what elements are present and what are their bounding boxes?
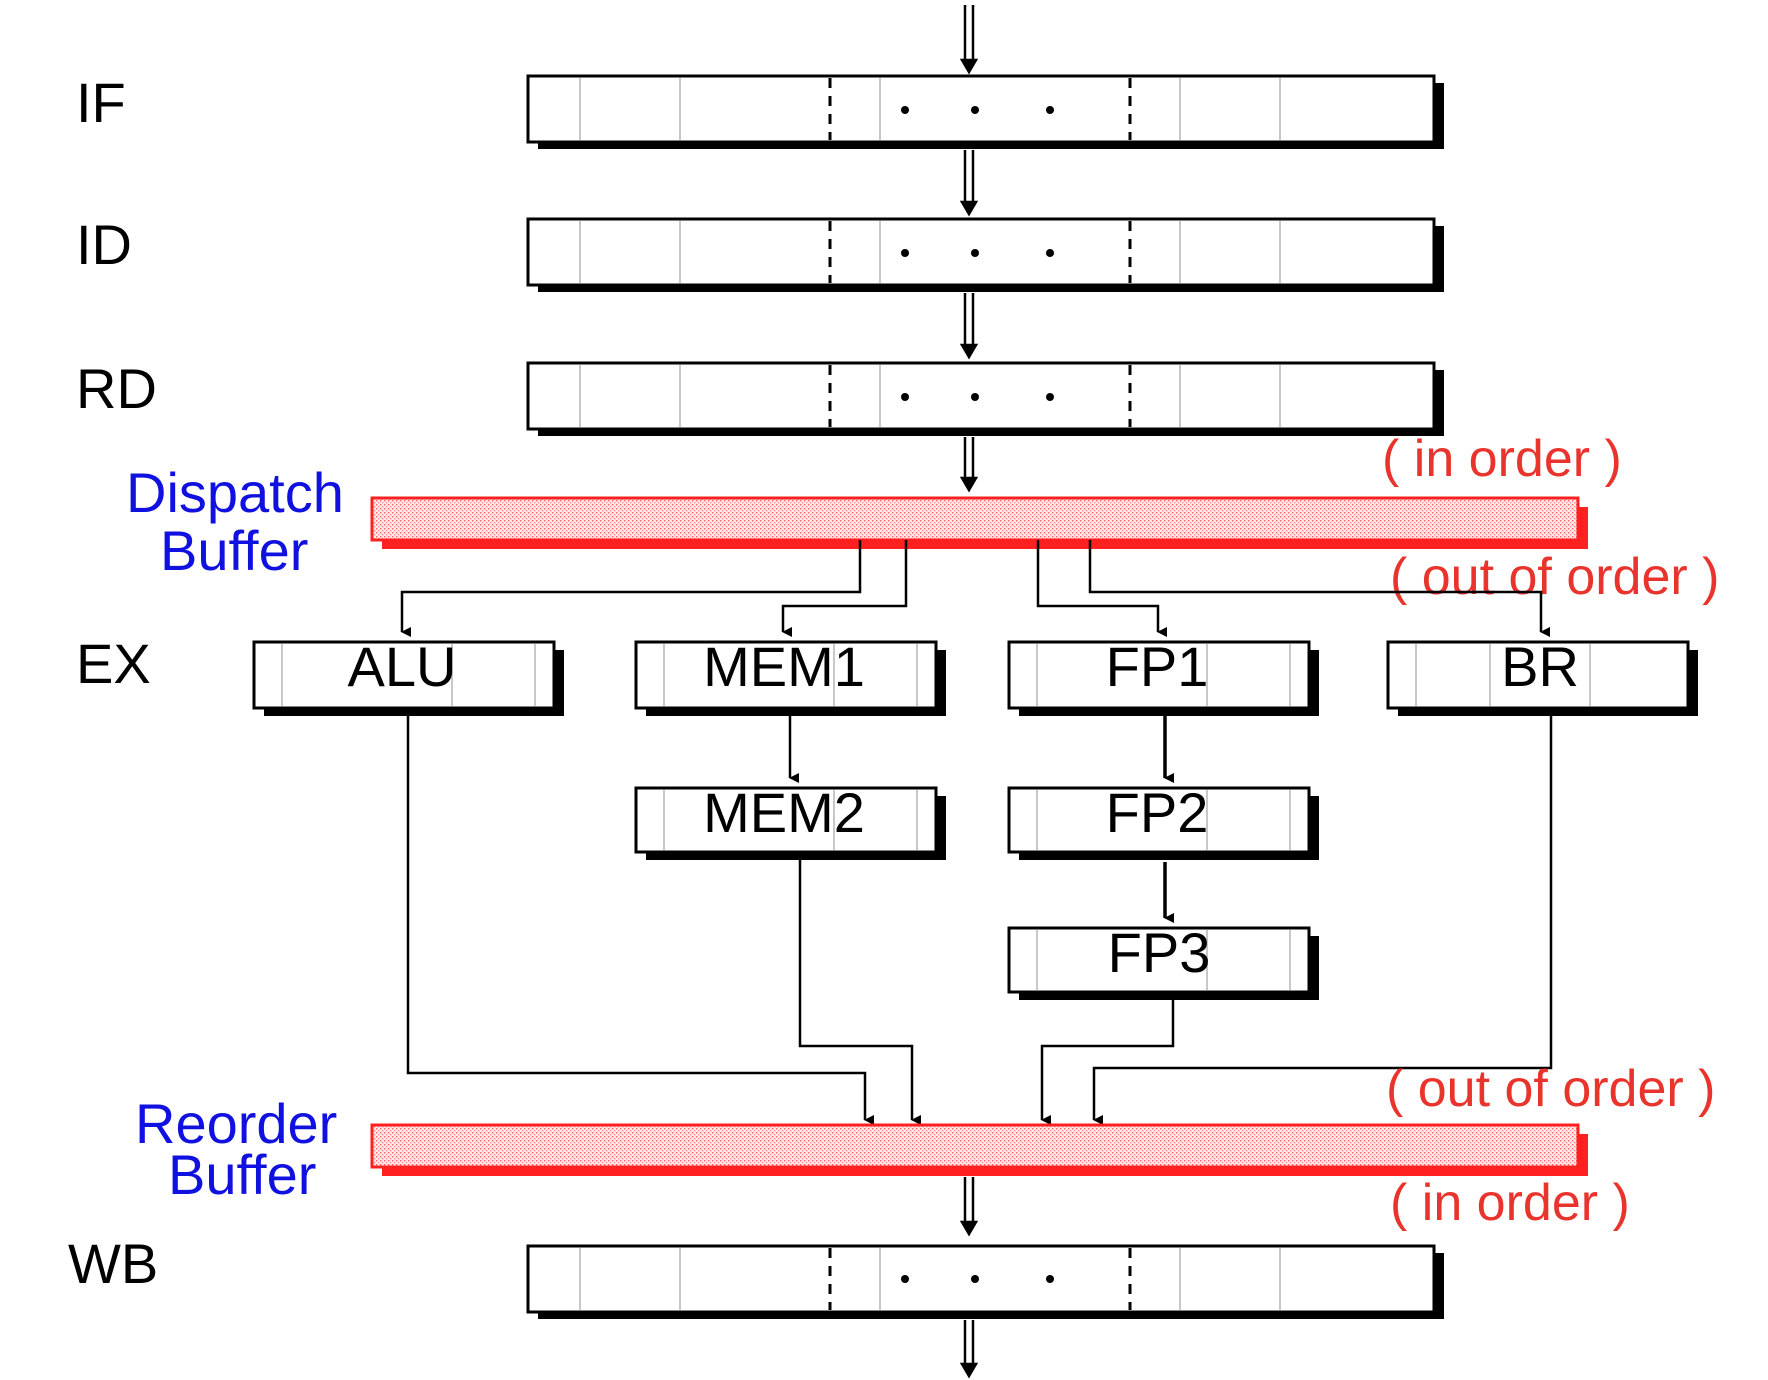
unit-fp3: FP3 — [1007, 921, 1319, 1000]
stage-register-wb — [526, 1244, 1444, 1319]
outgoing-arrow — [959, 1320, 979, 1379]
unit-label-br: BR — [1501, 635, 1579, 698]
ellipsis-dots-icon — [901, 1275, 1054, 1283]
arrow-id-rd — [959, 293, 979, 360]
unit-label-alu: ALU — [348, 635, 457, 698]
unit-mem1: MEM1 — [634, 635, 946, 716]
arrow-reorder-wb — [959, 1177, 979, 1237]
reorder-buffer — [370, 1123, 1588, 1176]
reorder-out-of-order-note: ( out of order ) — [1386, 1060, 1715, 1118]
unit-label-fp3: FP3 — [1108, 921, 1211, 984]
unit-br: BR — [1386, 635, 1698, 716]
ellipsis-dots-icon — [901, 249, 1054, 257]
arrow-rd-dispatch — [959, 437, 979, 493]
dispatch-routes — [400, 540, 1550, 637]
unit-mem2: MEM2 — [634, 781, 946, 860]
stage-register-id — [526, 217, 1444, 292]
incoming-arrow — [959, 5, 979, 75]
stage-label-id: ID — [76, 213, 132, 276]
unit-fp2: FP2 — [1007, 781, 1319, 860]
unit-label-mem1: MEM1 — [703, 635, 865, 698]
dispatch-out-of-order-note: ( out of order ) — [1390, 548, 1719, 606]
stage-label-wb: WB — [68, 1232, 158, 1295]
stage-label-ex: EX — [76, 632, 151, 695]
stage-register-rd — [526, 361, 1444, 436]
completion-routes — [406, 716, 1553, 1125]
ellipsis-dots-icon — [901, 106, 1054, 114]
dispatch-in-order-note: ( in order ) — [1382, 430, 1622, 488]
reorder-buffer-label-line1: Reorder — [135, 1092, 337, 1155]
stage-label-if: IF — [76, 71, 126, 134]
unit-fp1: FP1 — [1007, 635, 1319, 716]
reorder-in-order-note: ( in order ) — [1390, 1174, 1630, 1232]
arrow-if-id — [959, 150, 979, 217]
unit-label-fp1: FP1 — [1106, 635, 1209, 698]
unit-label-fp2: FP2 — [1106, 781, 1209, 844]
unit-alu: ALU — [252, 635, 564, 716]
stage-label-rd: RD — [76, 357, 157, 420]
dispatch-buffer-label-line2: Buffer — [160, 519, 308, 582]
dispatch-buffer — [370, 496, 1588, 549]
ellipsis-dots-icon — [901, 393, 1054, 401]
reorder-buffer-label-line2: Buffer — [168, 1143, 316, 1206]
dispatch-buffer-label-line1: Dispatch — [126, 461, 344, 524]
stage-register-if — [526, 74, 1444, 149]
unit-label-mem2: MEM2 — [703, 781, 865, 844]
